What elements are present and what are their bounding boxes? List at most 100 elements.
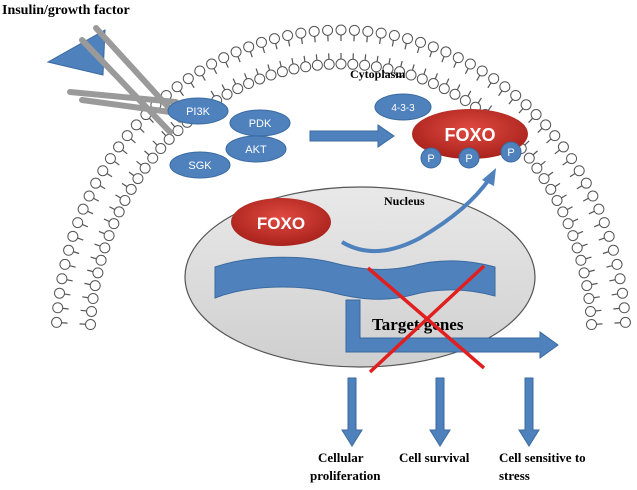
- lipid-head: [567, 230, 579, 242]
- activation-arrow: [309, 124, 395, 148]
- lipid-head: [163, 133, 175, 145]
- lipid-head: [510, 89, 522, 101]
- lipid-head: [125, 183, 137, 195]
- lipid-head: [103, 230, 115, 242]
- lipid-head: [108, 218, 120, 230]
- lipid-head: [415, 36, 427, 48]
- lipid-head: [459, 95, 471, 107]
- export-arrow: [340, 176, 492, 253]
- lipid-head: [581, 280, 593, 292]
- cytoplasm-label: Cytoplasm: [350, 67, 405, 81]
- lipid-head: [230, 46, 242, 58]
- export-arrow-head: [482, 168, 496, 186]
- lipid-head: [452, 52, 464, 64]
- lipid-head: [67, 230, 79, 242]
- foxo-nucleus-node: [231, 198, 331, 246]
- protein-14-3-3-label: 4-3-3: [391, 103, 415, 114]
- lipid-head: [155, 143, 167, 155]
- lipid-head: [593, 203, 605, 215]
- lipid-head: [402, 33, 414, 45]
- lipid-head: [551, 194, 563, 206]
- lipid-head: [587, 190, 599, 202]
- lipid-head: [52, 302, 64, 314]
- lipid-head: [619, 316, 631, 328]
- lipid-head: [59, 258, 71, 270]
- pdk-label: PDK: [249, 118, 272, 130]
- lipid-head: [130, 119, 142, 131]
- lipid-head: [388, 30, 400, 42]
- inhibition-cross: [366, 264, 486, 374]
- survival-arrow: [429, 377, 451, 447]
- lipid-head: [206, 58, 218, 70]
- lipid-head: [221, 88, 233, 100]
- lipid-head: [232, 83, 244, 95]
- lipid-head: [438, 83, 450, 95]
- lipid-head: [243, 78, 255, 90]
- foxo-cytoplasm-label: FOXO: [444, 125, 495, 145]
- lipid-head: [549, 130, 561, 142]
- lipid-head: [583, 293, 595, 305]
- lipid-head: [51, 316, 63, 328]
- lipid-head: [147, 152, 159, 164]
- foxo-cytoplasm-node: [412, 109, 528, 159]
- phosphate-label: P: [427, 153, 434, 165]
- stress-arrow: [518, 377, 540, 447]
- pi3k-label: PI3K: [186, 106, 211, 118]
- receptor-bar: [79, 97, 173, 115]
- sgk-label: SGK: [188, 160, 212, 172]
- outcome-proliferation-line2: proliferation: [310, 468, 381, 483]
- lipid-head: [89, 280, 101, 292]
- lipid-head: [72, 217, 84, 229]
- lipid-head: [575, 254, 587, 266]
- lipid-head: [139, 162, 151, 174]
- lipid-head: [243, 41, 255, 53]
- lipid-head: [347, 58, 359, 70]
- phosphate-label: P: [507, 147, 514, 159]
- lipid-head: [311, 59, 323, 71]
- lipid-head: [172, 125, 184, 137]
- sgk-node: [169, 151, 231, 179]
- receptor: [46, 25, 183, 135]
- receptor-bar: [93, 25, 183, 123]
- phosphate-group: P P P: [420, 141, 522, 169]
- lipid-head: [566, 153, 578, 165]
- lipid-head: [323, 58, 335, 70]
- lipid-head: [578, 267, 590, 279]
- lipid-head: [427, 78, 439, 90]
- lipid-head: [322, 24, 334, 36]
- foxo-nucleus-label: FOXO: [257, 214, 305, 233]
- lipid-head: [427, 41, 439, 53]
- receptor-bar: [67, 89, 179, 105]
- lipid-head: [394, 66, 406, 78]
- lipid-head: [300, 61, 312, 73]
- lipid-head: [538, 173, 550, 185]
- lipid-head: [268, 33, 280, 45]
- lipid-head: [449, 88, 461, 100]
- lipid-head: [335, 24, 347, 36]
- outcome-proliferation-line1: Cellular: [318, 450, 364, 465]
- lipid-head: [218, 52, 230, 64]
- phosphate-label: P: [465, 153, 472, 165]
- lipid-head: [614, 273, 626, 285]
- lipid-head: [95, 254, 107, 266]
- proliferation-arrow: [341, 377, 363, 447]
- lipid-head: [520, 99, 532, 111]
- pi3k-node: [167, 97, 229, 125]
- lipid-head: [132, 173, 144, 185]
- lipid-head: [603, 230, 615, 242]
- lipid-head: [308, 25, 320, 37]
- lipid-head: [104, 153, 116, 165]
- lipid-head: [90, 177, 102, 189]
- lipid-head: [77, 203, 89, 215]
- lipid-head: [84, 319, 96, 331]
- lipid-head: [182, 73, 194, 85]
- lipid-head: [97, 165, 109, 177]
- lipid-head: [562, 218, 574, 230]
- lipid-head: [382, 63, 394, 75]
- lipid-head: [571, 242, 583, 254]
- lipid-head: [194, 65, 206, 77]
- lipid-head: [540, 119, 552, 131]
- lipid-head: [295, 27, 307, 39]
- lipid-head: [375, 27, 387, 39]
